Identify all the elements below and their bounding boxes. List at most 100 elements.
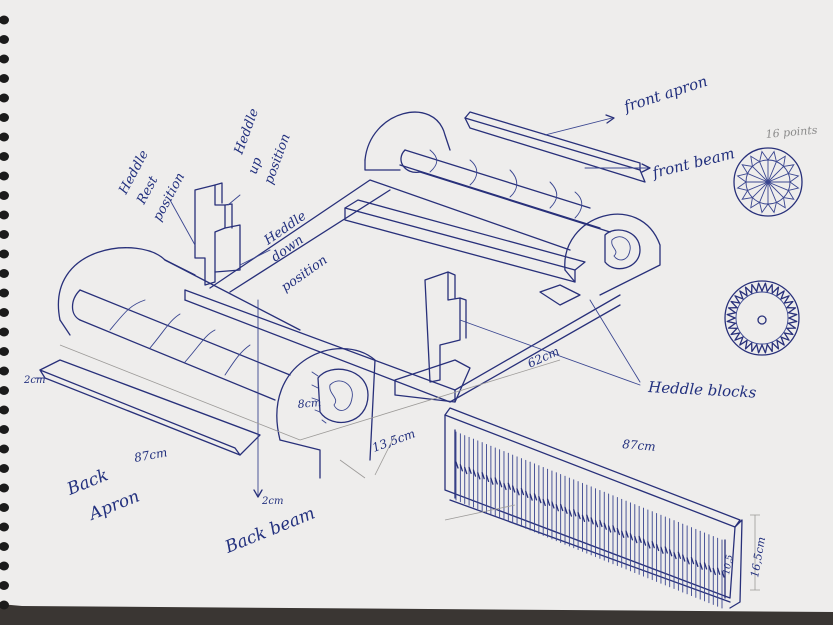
binding-ring	[0, 327, 9, 337]
reed-hole	[712, 567, 716, 576]
gear-tooth	[783, 189, 795, 200]
gear-spoke	[767, 181, 785, 199]
gear-spoke	[751, 165, 769, 183]
gear-tooth	[730, 300, 741, 309]
reed-slats	[455, 431, 725, 609]
gear-spoke	[751, 181, 769, 199]
gear-tooth	[741, 164, 753, 175]
gear-tooth	[726, 312, 737, 319]
gear-tooth	[780, 295, 790, 304]
reed-hole	[494, 477, 498, 485]
reed-hole	[721, 570, 725, 578]
reed-hole	[546, 498, 551, 506]
gear-tooth	[736, 173, 749, 183]
reed-hole	[573, 509, 577, 517]
reed-hole	[660, 546, 664, 554]
binding-ring	[0, 132, 9, 142]
reed-hole	[642, 538, 647, 546]
reed-hole	[651, 541, 655, 549]
reed-hole	[472, 469, 477, 477]
gear-tooth	[759, 150, 769, 163]
reed-hole	[686, 557, 690, 565]
gear-spoke	[767, 173, 789, 183]
gear-tooth	[787, 181, 800, 191]
back-width-dim: 87cm	[133, 445, 168, 465]
binding-ring	[0, 600, 9, 610]
gear-tooth	[741, 189, 753, 200]
reed-hole	[616, 527, 620, 536]
reed-hole	[669, 549, 673, 557]
gear-tooth	[736, 181, 749, 191]
gear-spoke	[747, 173, 769, 183]
binding-ring	[0, 230, 9, 239]
gear-tooth	[776, 290, 785, 300]
reed-hole	[481, 471, 485, 480]
gear-tooth	[766, 283, 773, 294]
gear-tooth	[734, 332, 744, 341]
gear-tooth	[744, 339, 753, 350]
heddle-reed-drawing	[444, 407, 760, 609]
beam-offset-back-dim: 2cm	[261, 496, 283, 507]
reed-hole	[551, 501, 555, 509]
gear-tooth	[761, 343, 768, 354]
reed-hole	[629, 533, 634, 541]
reed-hole	[529, 493, 533, 501]
reed-hole	[695, 559, 699, 568]
gear-tooth	[756, 282, 763, 293]
beam-offset-left-dim: 2cm	[23, 375, 45, 386]
gear-spoke	[747, 181, 769, 191]
gear-spoke	[767, 165, 785, 183]
reed-hole	[586, 514, 590, 522]
binding-ring	[0, 171, 9, 181]
gear-tooth	[750, 197, 761, 209]
gear-tooth	[744, 286, 753, 297]
heddle-width-dim: 87cm	[622, 437, 656, 454]
reed-hole	[568, 509, 573, 517]
reed-hole	[581, 514, 586, 522]
binding-ring	[0, 386, 9, 395]
gear-tooth	[783, 164, 795, 175]
reed-hole	[655, 543, 660, 552]
reed-hole	[464, 466, 468, 475]
reed-hole	[638, 535, 642, 544]
binding-ring	[0, 152, 9, 161]
reed-hole	[468, 466, 472, 474]
reed-hole	[564, 506, 568, 514]
gear-tooth	[761, 282, 768, 293]
binding-ring	[0, 93, 9, 103]
gear-tooth	[767, 150, 777, 163]
gear-tooth	[775, 155, 786, 167]
reed-hole	[673, 551, 677, 560]
binding-ring	[0, 210, 9, 220]
reed-hole	[477, 472, 481, 480]
gear-tooth	[783, 300, 794, 309]
gear-tooth	[787, 317, 798, 324]
gear-tooth	[780, 332, 790, 341]
binding-ring	[0, 483, 9, 493]
gear-spoke	[759, 181, 769, 203]
reed-hole	[590, 517, 594, 525]
gear-tooth	[787, 312, 798, 319]
gear-tooth	[776, 336, 785, 346]
reed-hole	[538, 495, 542, 504]
binding-ring	[0, 35, 9, 44]
gear-tooth	[751, 342, 758, 353]
reed-hole	[533, 493, 538, 501]
gear-note-label: 16 points	[765, 123, 818, 140]
reed-hole	[677, 551, 682, 559]
reed-hole	[708, 565, 712, 573]
reed-hole	[485, 474, 490, 483]
gear-tooth	[726, 317, 737, 324]
gear-tooth	[730, 327, 741, 336]
gear-spoke	[767, 181, 789, 191]
binding-ring	[0, 74, 9, 83]
reed-hole	[498, 480, 503, 488]
reed-hole	[647, 541, 651, 549]
gear-tooth	[727, 322, 738, 329]
reed-hole	[503, 482, 507, 491]
gear-spoke	[767, 181, 777, 203]
gear-tooth	[739, 336, 748, 346]
reed-hole	[634, 535, 638, 544]
reed-hole	[690, 556, 695, 565]
